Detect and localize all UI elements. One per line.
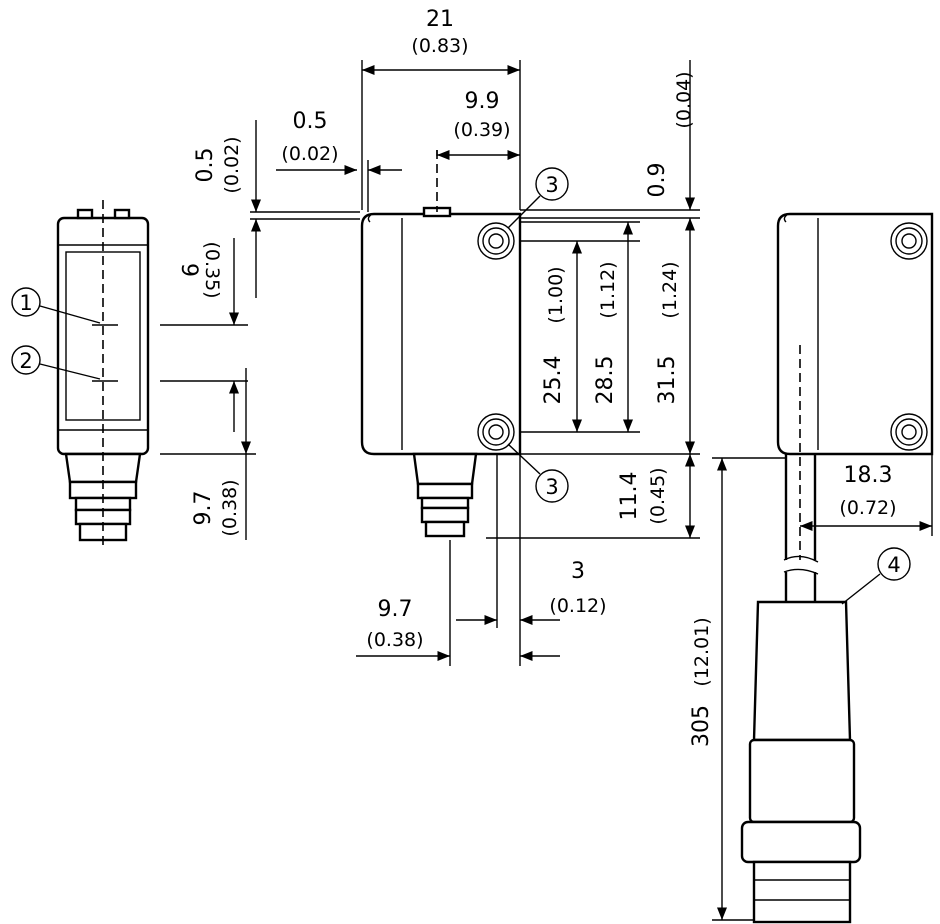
dim-front-connector-in: (0.38): [219, 479, 241, 536]
dim-width-total-in: (0.83): [411, 35, 468, 57]
cable-housing: [776, 212, 934, 456]
callout-1-label: 1: [19, 291, 32, 315]
dim-lip-horizontal-in: (0.02): [281, 143, 338, 165]
dim-connector-length: 11.4: [617, 472, 642, 521]
callout-1: [11, 287, 41, 317]
dim-cable-width-in: (0.72): [839, 497, 896, 519]
dim-top-gap: 0.9: [645, 163, 670, 198]
dim-lip-vertical: 0.5: [193, 148, 218, 183]
dim-connector-side: 9.7: [378, 597, 413, 622]
dim-hole-offset-in: (0.39): [453, 119, 510, 141]
dim-optic-spacing-in: (0.35): [201, 241, 223, 298]
dim-cable-length: 305: [689, 705, 714, 747]
dim-front-connector: 9.7: [191, 491, 216, 526]
callout-2-label: 2: [19, 349, 32, 373]
dim-lip-horizontal: 0.5: [293, 109, 328, 134]
dim-connector-offset-in: (0.12): [549, 595, 606, 617]
callout-3-top: [535, 167, 569, 201]
dim-hole-span: 28.5: [593, 356, 618, 405]
side-housing: [360, 212, 522, 456]
front-view: 1 2 9 (0.35) 0.5 (0.02) 9.7 (0.38): [11, 120, 360, 548]
dim-lip-vertical-in: (0.02): [221, 136, 243, 193]
dim-top-gap-in: (0.04): [673, 71, 695, 128]
cable-plug: [752, 600, 852, 742]
dim-hole-span-in: (1.12): [597, 261, 619, 318]
dim-hole-spacing: 25.4: [541, 356, 566, 405]
dim-connector-length-in: (0.45): [647, 467, 669, 524]
callout-4: [877, 547, 911, 581]
front-optics-window: [65, 251, 141, 421]
dim-housing-height: 31.5: [655, 356, 680, 405]
cable-mounting-hole-top: [890, 222, 928, 260]
dim-cable-length-in: (12.01): [691, 617, 713, 686]
mounting-hole-bottom: [477, 413, 515, 451]
dim-hole-spacing-in: (1.00): [545, 266, 567, 323]
side-view: 21 (0.83) 9.9 (0.39) 0.5 (0.02) 0.9 (0.0…: [276, 7, 700, 666]
dim-connector-side-in: (0.38): [366, 629, 423, 651]
dim-cable-width: 18.3: [844, 463, 893, 488]
dim-hole-offset: 9.9: [465, 89, 500, 114]
dim-optic-spacing: 9: [176, 263, 201, 277]
callout-4-label: 4: [887, 553, 900, 577]
dim-connector-offset: 3: [571, 559, 585, 584]
callout-3-top-label: 3: [545, 173, 558, 197]
callout-2: [11, 345, 41, 375]
dim-housing-height-in: (1.24): [659, 261, 681, 318]
mounting-hole-top: [477, 222, 515, 260]
cable-view: 4 18.3 (0.72) 305 (12.01): [689, 212, 934, 924]
dim-width-total: 21: [426, 7, 454, 32]
callout-3-bottom-label: 3: [545, 475, 558, 499]
callout-3-bottom: [535, 469, 569, 503]
cable-mounting-hole-bottom: [890, 413, 928, 451]
